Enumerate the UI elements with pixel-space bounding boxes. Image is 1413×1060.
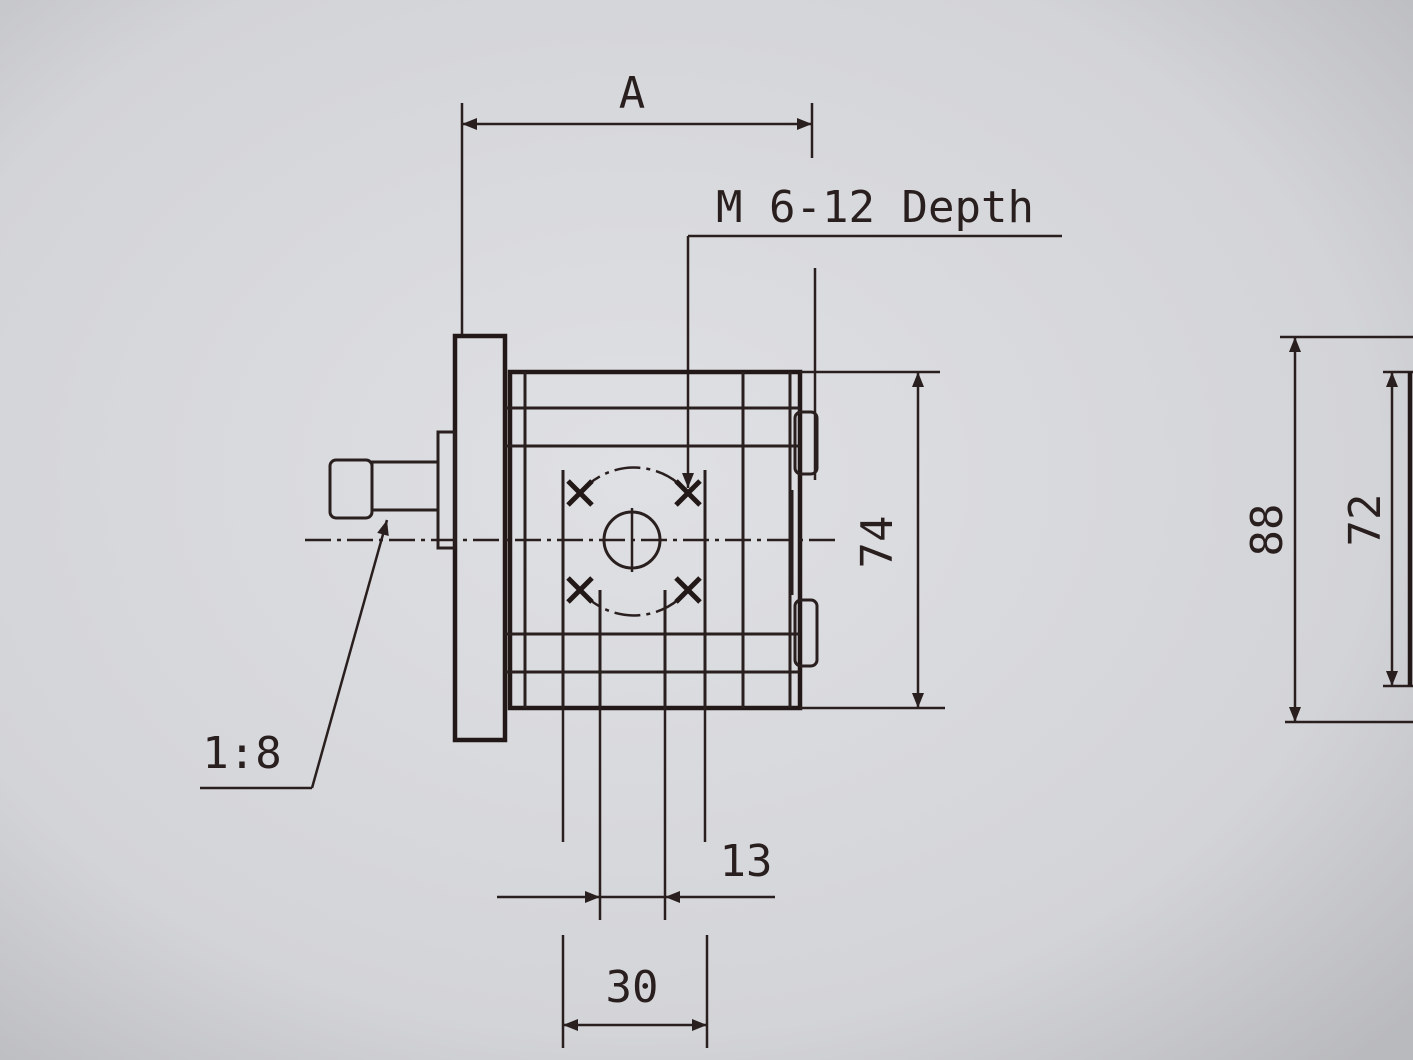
mounting-holes [566, 479, 702, 604]
dimension-30: 30 [561, 935, 709, 1048]
shaft-nut [328, 458, 374, 520]
dimension-74-label: 74 [852, 516, 903, 569]
dimension-30-label: 30 [606, 962, 659, 1013]
port-boss-top [793, 410, 819, 476]
dimension-a: A [460, 68, 814, 335]
dimension-72: 72 [1340, 370, 1413, 688]
thread-note-label: M 6-12 Depth [716, 182, 1034, 233]
dimension-a-label: A [619, 68, 646, 119]
dimension-13-label: 13 [720, 836, 773, 887]
port-boss-bottom [793, 598, 819, 668]
dimension-74: 74 [800, 370, 945, 710]
thread-note: M 6-12 Depth [682, 182, 1062, 488]
taper-label: 1:8 [202, 728, 281, 779]
taper-note: 1:8 [200, 519, 389, 790]
dimension-88-label: 88 [1242, 504, 1293, 557]
dimension-13: 13 [497, 708, 775, 920]
dimension-88: 88 [1242, 335, 1413, 724]
pump-side-view [305, 333, 835, 743]
dimension-72-label: 72 [1340, 494, 1391, 547]
